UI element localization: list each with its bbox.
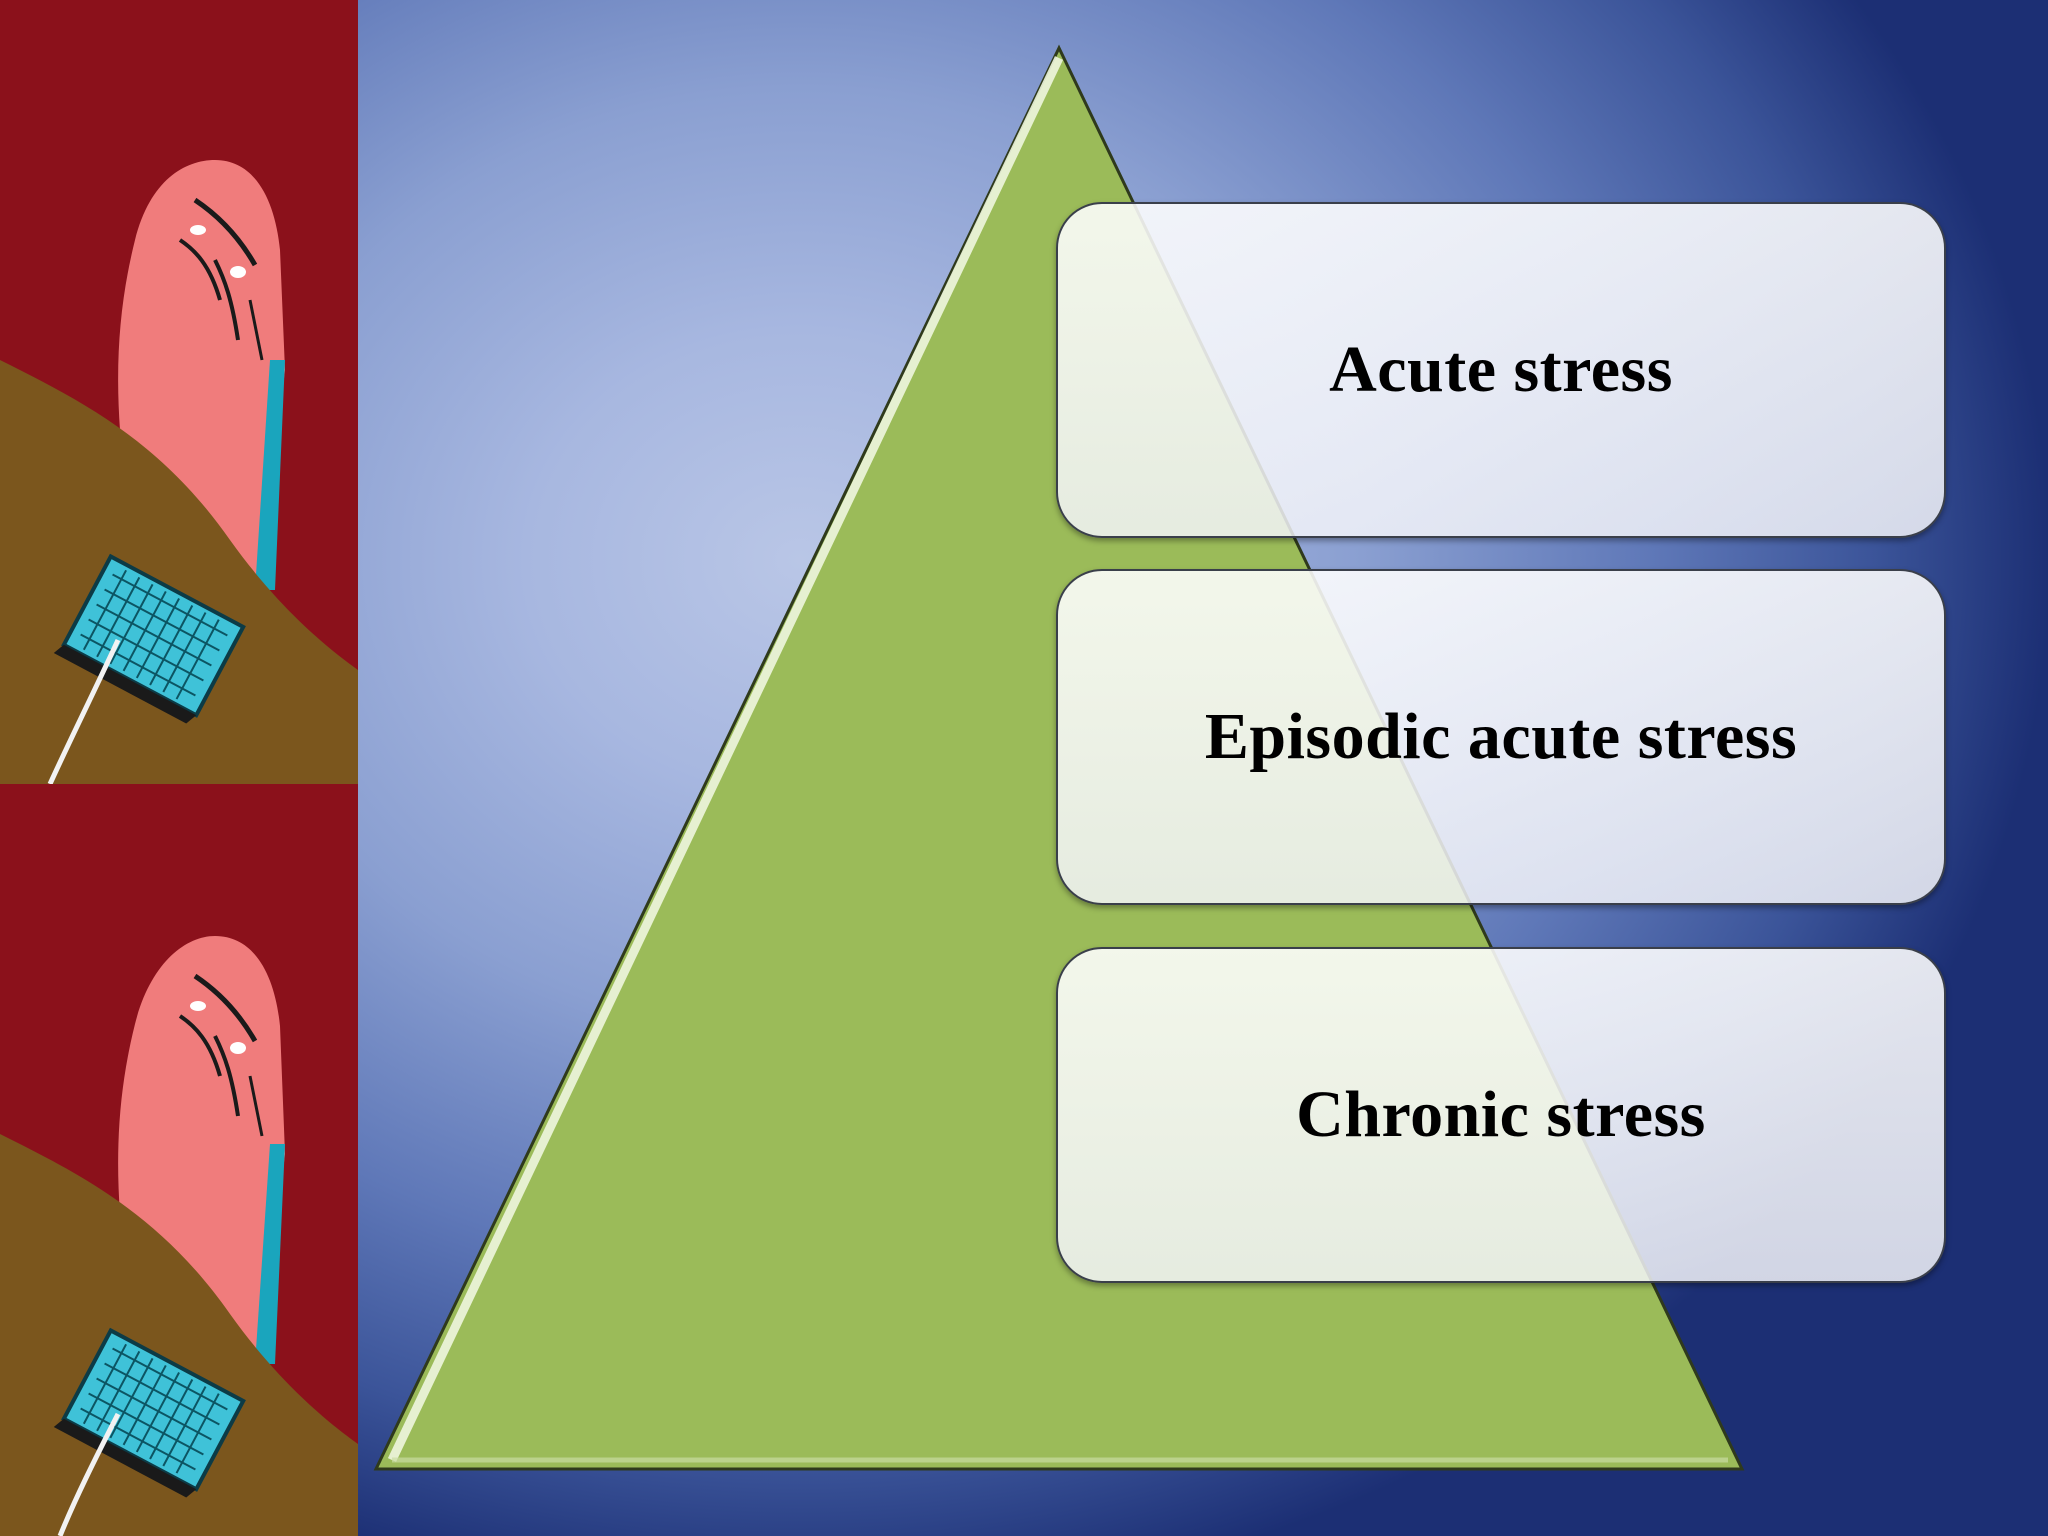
stressed-figure-illustration — [0, 784, 358, 1536]
illustration-bottom — [0, 784, 358, 1536]
level-label: Chronic stress — [1296, 1078, 1706, 1151]
stressed-figure-illustration — [0, 0, 358, 784]
level-box-episodic-acute-stress: Episodic acute stress — [1056, 569, 1946, 905]
illustration-top — [0, 0, 358, 784]
level-label: Acute stress — [1329, 333, 1673, 406]
level-label: Episodic acute stress — [1204, 700, 1798, 773]
level-box-chronic-stress: Chronic stress — [1056, 947, 1946, 1283]
level-box-acute-stress: Acute stress — [1056, 202, 1946, 538]
